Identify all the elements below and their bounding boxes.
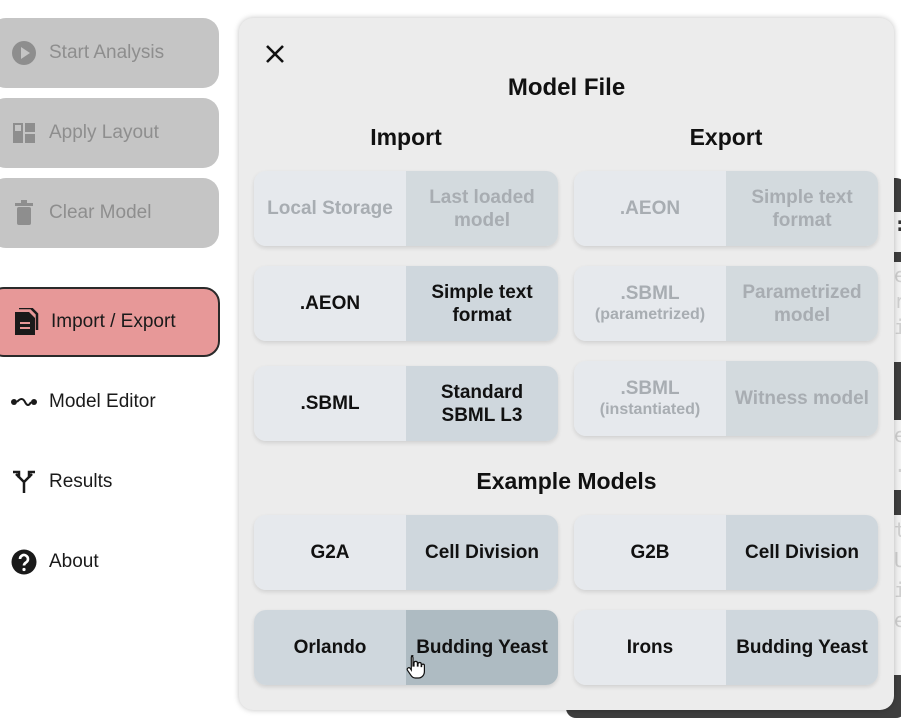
- import-export-button[interactable]: Import / Export: [0, 287, 220, 357]
- model-editor-link[interactable]: Model Editor: [0, 382, 220, 422]
- example-models-header: Example Models: [476, 468, 657, 494]
- start-analysis-label: Start Analysis: [49, 42, 165, 63]
- trash-icon: [10, 199, 38, 227]
- layout-icon: [10, 119, 38, 147]
- example-g2b-button[interactable]: G2B: [574, 515, 726, 590]
- model-editor-label: Model Editor: [49, 391, 156, 412]
- export-aeon-button[interactable]: .AEON: [574, 171, 726, 246]
- import-aeon-row: .AEON Simple text format: [254, 266, 558, 341]
- clear-model-label: Clear Model: [49, 202, 152, 223]
- model-file-dialog: Model File Import Export Local Storage L…: [239, 18, 894, 710]
- hand-cursor-icon: [406, 655, 425, 679]
- dialog-title: Model File: [507, 74, 626, 101]
- close-icon: [266, 45, 284, 63]
- about-label: About: [49, 551, 99, 572]
- import-aeon-button[interactable]: .AEON: [254, 266, 406, 341]
- clear-model-button[interactable]: Clear Model: [0, 178, 219, 248]
- export-aeon-row: .AEON Simple text format: [574, 171, 878, 246]
- export-sbml-parametrized-button[interactable]: .SBML(parametrized): [574, 266, 726, 341]
- export-sbml-instantiated-button[interactable]: .SBML(instantiated): [574, 361, 726, 436]
- results-link[interactable]: Results: [0, 462, 220, 502]
- example-orlando-row: Orlando Budding Yeast: [254, 610, 558, 685]
- export-sbml-instantiated-row: .SBML(instantiated) Witness model: [574, 361, 878, 436]
- example-g2a-row: G2A Cell Division: [254, 515, 558, 590]
- import-simple-text-button[interactable]: Simple text format: [406, 266, 558, 341]
- import-local-storage-row: Local Storage Last loaded model: [254, 171, 558, 246]
- results-label: Results: [49, 471, 113, 492]
- close-button[interactable]: [261, 40, 289, 68]
- export-parametrized-model-button[interactable]: Parametrized model: [726, 266, 878, 341]
- export-header: Export: [689, 124, 763, 150]
- import-sbml-button[interactable]: .SBML: [254, 366, 406, 441]
- example-orlando-category[interactable]: Budding Yeast: [406, 610, 558, 685]
- example-irons-button[interactable]: Irons: [574, 610, 726, 685]
- example-g2a-category[interactable]: Cell Division: [406, 515, 558, 590]
- apply-layout-label: Apply Layout: [49, 122, 159, 143]
- example-g2b-category[interactable]: Cell Division: [726, 515, 878, 590]
- export-simple-text-button[interactable]: Simple text format: [726, 171, 878, 246]
- export-sbml-parametrized-row: .SBML(parametrized) Parametrized model: [574, 266, 878, 341]
- import-last-loaded-button[interactable]: Last loaded model: [406, 171, 558, 246]
- export-witness-model-button[interactable]: Witness model: [726, 361, 878, 436]
- help-icon: [10, 548, 38, 576]
- import-export-label: Import / Export: [51, 311, 176, 332]
- fork-icon: [10, 468, 38, 496]
- example-irons-row: Irons Budding Yeast: [574, 610, 878, 685]
- start-analysis-button[interactable]: Start Analysis: [0, 18, 219, 88]
- import-sbml-row: .SBML Standard SBML L3: [254, 366, 558, 441]
- about-link[interactable]: About: [0, 542, 220, 582]
- example-irons-category[interactable]: Budding Yeast: [726, 610, 878, 685]
- model-editor-icon: [10, 388, 38, 416]
- play-icon: [10, 39, 38, 67]
- example-g2a-button[interactable]: G2A: [254, 515, 406, 590]
- apply-layout-button[interactable]: Apply Layout: [0, 98, 219, 168]
- example-g2b-row: G2B Cell Division: [574, 515, 878, 590]
- import-standard-sbml-button[interactable]: Standard SBML L3: [406, 366, 558, 441]
- file-icon: [12, 308, 40, 336]
- import-local-storage-button[interactable]: Local Storage: [254, 171, 406, 246]
- import-header: Import: [370, 124, 442, 150]
- example-orlando-button[interactable]: Orlando: [254, 610, 406, 685]
